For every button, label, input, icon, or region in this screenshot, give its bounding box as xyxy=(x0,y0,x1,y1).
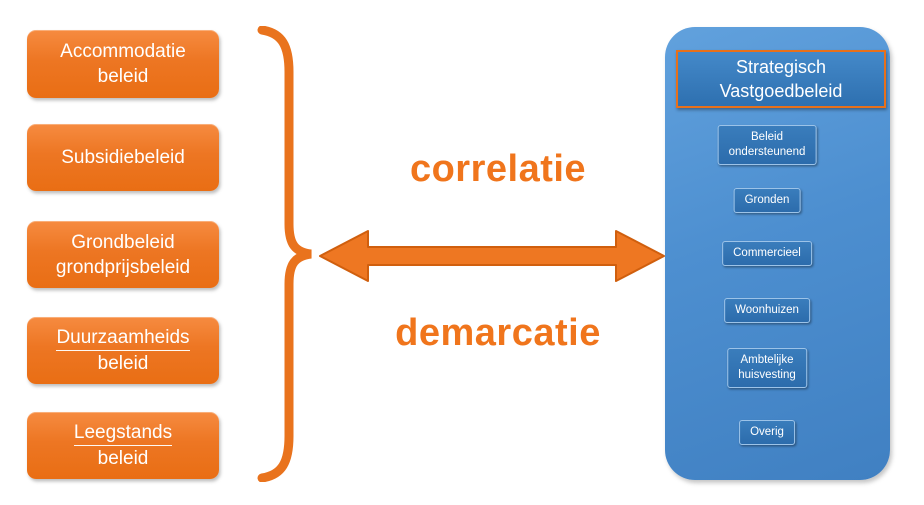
policy-box-line: Accommodatie xyxy=(60,39,186,64)
policy-box-line: Leegstands xyxy=(73,420,173,446)
category-box-line: Overig xyxy=(750,426,784,438)
double-arrow-icon xyxy=(319,230,665,282)
policy-box-line: Subsidiebeleid xyxy=(61,145,185,170)
category-box-line: Ambtelijke xyxy=(740,354,794,366)
policy-box-text: Accommodatie xyxy=(60,41,186,62)
demarcation-label: demarcatie xyxy=(395,312,601,354)
policy-box-subsidiebeleid: Subsidiebeleid xyxy=(27,124,219,191)
policy-box-accommodatiebeleid: Accommodatie beleid xyxy=(27,30,219,98)
category-box-line: Gronden xyxy=(744,194,790,206)
policy-box-line: beleid xyxy=(98,64,149,89)
category-box-line: Beleid xyxy=(751,131,783,143)
policy-box-line: Grondbeleid xyxy=(71,230,175,255)
policy-box-text: beleid xyxy=(97,66,149,87)
category-box-ambtelijke-huisvesting: Ambtelijke huisvesting xyxy=(727,348,807,388)
policy-box-grondbeleid: Grondbeleid grondprijsbeleid xyxy=(27,221,219,288)
category-box-line: Commercieel xyxy=(733,247,801,259)
policy-box-line: Duurzaamheids xyxy=(56,325,190,351)
policy-box-text-underlined: Leegstands xyxy=(73,420,173,446)
category-box-woonhuizen: Woonhuizen xyxy=(724,298,810,323)
policy-box-text: beleid xyxy=(97,353,149,374)
correlation-label: correlatie xyxy=(409,148,587,190)
policy-box-text: beleid xyxy=(97,448,149,469)
policy-box-text: Subsidiebeleid xyxy=(61,147,185,168)
panel-title-line: Strategisch xyxy=(735,57,827,77)
category-box-commercieel: Commercieel xyxy=(722,241,812,266)
policy-box-text: Grondbeleid xyxy=(71,231,175,253)
policy-box-duurzaamheidsbeleid: Duurzaamheids beleid xyxy=(27,317,219,384)
policy-box-line: grondprijsbeleid xyxy=(56,255,190,280)
policy-box-line: beleid xyxy=(98,351,149,376)
policy-box-leegstandsbeleid: Leegstands beleid xyxy=(27,412,219,479)
category-box-line: ondersteunend xyxy=(728,146,806,158)
policy-box-line: beleid xyxy=(98,446,149,471)
category-box-overig: Overig xyxy=(739,420,795,445)
category-box-line: huisvesting xyxy=(738,369,796,381)
category-box-gronden: Gronden xyxy=(733,188,801,213)
policy-box-text: grondprijsbeleid xyxy=(55,256,191,278)
policy-box-text-underlined: Duurzaamheids xyxy=(56,325,190,351)
panel-title-line: Vastgoedbeleid xyxy=(719,81,843,101)
strategic-panel: Strategisch Vastgoedbeleid Beleid onders… xyxy=(665,27,890,480)
panel-title: Strategisch Vastgoedbeleid xyxy=(676,50,886,108)
curly-brace-shape xyxy=(257,26,312,482)
category-box-line: Woonhuizen xyxy=(735,304,799,316)
category-box-beleid-ondersteunend: Beleid ondersteunend xyxy=(717,125,817,165)
